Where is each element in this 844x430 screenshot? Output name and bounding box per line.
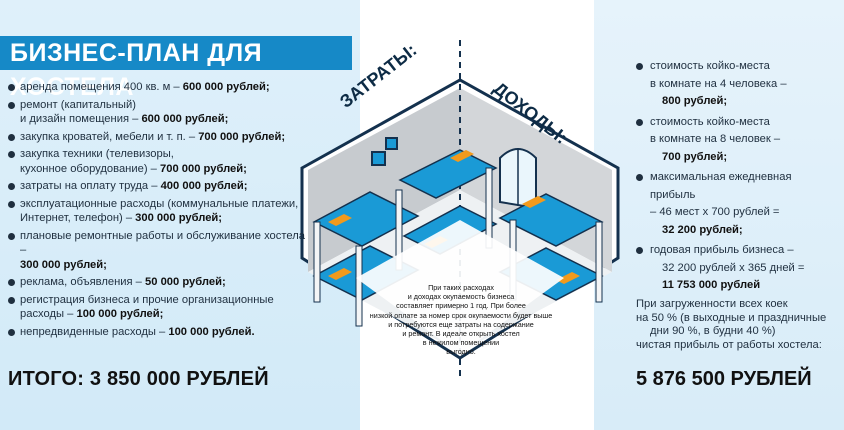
- income-total: 5 876 500 РУБЛЕЙ: [636, 368, 812, 390]
- list-item: затраты на оплату труда – 400 000 рублей…: [8, 179, 308, 194]
- hostel-room-illustration: [300, 40, 620, 380]
- list-item: эксплуатационные расходы (коммунальные п…: [8, 197, 308, 226]
- list-item: ремонт (капитальный)и дизайн помещения –…: [8, 98, 308, 127]
- list-item: непредвиденные расходы – 100 000 рублей.: [8, 325, 308, 340]
- expenses-total: ИТОГО: 3 850 000 РУБЛЕЙ: [8, 368, 269, 390]
- payback-note: При таких расходах и доходах окупаемость…: [369, 283, 553, 357]
- list-item: плановые ремонтные работы и обслуживание…: [8, 229, 308, 273]
- occupancy-text: При загруженности всех коек на 50 % (в в…: [636, 298, 827, 351]
- list-item: закупка кроватей, мебели и т. п. – 700 0…: [8, 130, 308, 145]
- wall-picture-icon: [385, 137, 398, 150]
- list-item: максимальная ежедневная прибыль – 46 мес…: [636, 169, 836, 239]
- income-panel-bg: [594, 0, 844, 430]
- page-title: БИЗНЕС-ПЛАН ДЛЯ ХОСТЕЛА: [0, 36, 352, 101]
- list-item: стоимость койко-места в комнате на 4 чел…: [636, 58, 836, 111]
- list-item: реклама, объявления – 50 000 рублей;: [8, 275, 308, 290]
- list-item: закупка техники (телевизоры,кухонное обо…: [8, 147, 308, 176]
- expenses-panel-bg: [0, 0, 360, 430]
- expenses-list: аренда помещения 400 кв. м – 600 000 руб…: [8, 80, 308, 342]
- list-item: аренда помещения 400 кв. м – 600 000 руб…: [8, 80, 308, 95]
- list-item: годовая прибыль бизнеса – 32 200 рублей …: [636, 242, 836, 295]
- wall-picture-icon: [371, 151, 386, 166]
- note-background: [356, 220, 564, 354]
- list-item: регистрация бизнеса и прочие организацио…: [8, 293, 308, 322]
- list-item: стоимость койко-места в комнате на 8 чел…: [636, 114, 836, 167]
- income-list: стоимость койко-места в комнате на 4 чел…: [636, 58, 836, 298]
